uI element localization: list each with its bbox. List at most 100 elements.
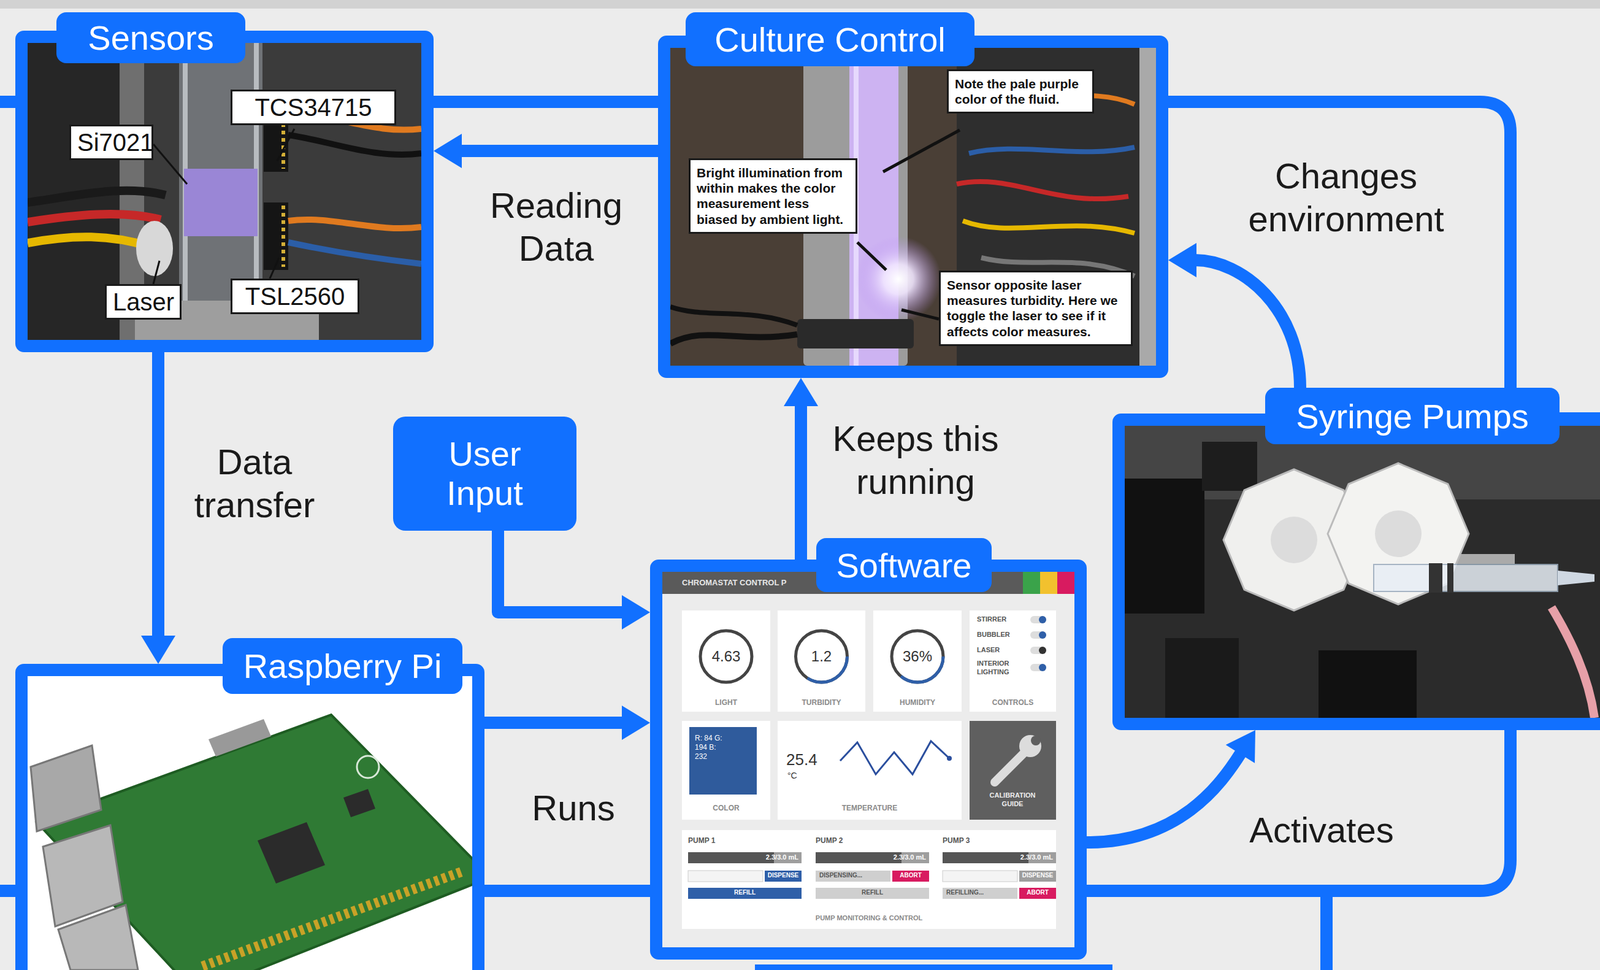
dashboard-screenshot bbox=[688, 851, 774, 863]
dashboard-screenshot bbox=[688, 870, 763, 882]
dashboard-screenshot bbox=[681, 720, 771, 820]
dashboard-screenshot bbox=[688, 887, 802, 899]
ui-text: CHROMASTAT CONTROL P bbox=[681, 577, 811, 588]
dashboard-screenshot bbox=[969, 720, 1057, 820]
syringe-photo bbox=[1124, 478, 1205, 614]
raspberry-pi-photo bbox=[27, 675, 473, 970]
dashboard-screenshot bbox=[815, 887, 930, 899]
panel-tab: Raspberry Pi bbox=[222, 637, 463, 694]
connector-line bbox=[484, 716, 624, 729]
frame-lines bbox=[1320, 890, 1333, 970]
note-callout: Bright illumination from within makes th… bbox=[688, 158, 858, 234]
connector-line bbox=[794, 404, 808, 560]
flow-arrow bbox=[484, 705, 651, 740]
dashboard-screenshot bbox=[689, 726, 757, 795]
syringe-photo bbox=[1374, 510, 1422, 557]
edge-label: Keeps this running bbox=[823, 417, 1008, 503]
ui-text: STIRRER bbox=[976, 615, 1029, 624]
dashboard-screenshot bbox=[662, 571, 1075, 947]
syringe-photo bbox=[1124, 425, 1600, 718]
sensor-photo bbox=[153, 260, 160, 284]
culture-control-panel: Culture ControlNote the pale purple colo… bbox=[658, 35, 1169, 378]
syringe-photo bbox=[1270, 516, 1318, 563]
syringe-photo bbox=[1373, 564, 1558, 592]
dashboard-screenshot bbox=[815, 851, 902, 863]
part-label: Si7021 bbox=[69, 124, 154, 161]
dashboard-screenshot bbox=[873, 610, 962, 712]
culture-photo bbox=[670, 334, 798, 344]
edge-label: Reading Data bbox=[482, 183, 630, 270]
dashboard-screenshot bbox=[942, 851, 1029, 863]
edge-label: Changes environment bbox=[1220, 154, 1472, 240]
syringe-photo bbox=[1124, 425, 1600, 718]
dashboard-screenshot bbox=[994, 751, 1026, 782]
note-callout: Sensor opposite laser measures turbidity… bbox=[938, 270, 1133, 346]
dashboard-screenshot bbox=[942, 851, 1057, 863]
sensor-photo bbox=[27, 190, 166, 203]
box-label: User Input bbox=[411, 434, 559, 514]
dashboard-screenshot bbox=[1030, 631, 1047, 639]
flow-arrow bbox=[1086, 729, 1256, 843]
syringe-photo bbox=[1318, 650, 1417, 718]
sensor-photo bbox=[263, 202, 289, 270]
ui-text: 1.2 bbox=[777, 646, 866, 666]
sensor-photo bbox=[27, 42, 422, 340]
dashboard-screenshot bbox=[1040, 571, 1058, 594]
arrowhead bbox=[1225, 729, 1256, 763]
sensor-photo bbox=[27, 214, 161, 223]
ui-text: PUMP 3 bbox=[942, 835, 1057, 846]
sensor-photo bbox=[136, 220, 173, 276]
ui-text: DISPENSING... bbox=[819, 871, 887, 880]
ui-text: TURBIDITY bbox=[777, 697, 866, 708]
dashboard-screenshot bbox=[681, 610, 771, 712]
raspberry-pi-panel: Raspberry Pi bbox=[15, 663, 485, 970]
top-band bbox=[0, 0, 1600, 9]
connector-line bbox=[1086, 752, 1241, 843]
sensor-photo bbox=[27, 42, 422, 340]
ui-text: BUBBLER bbox=[976, 630, 1029, 640]
dashboard-screenshot bbox=[942, 887, 1018, 899]
sensor-photo bbox=[269, 257, 280, 279]
culture-photo bbox=[968, 147, 1135, 154]
dashboard-screenshot bbox=[764, 870, 802, 882]
raspberry-pi-photo bbox=[30, 745, 102, 831]
dashboard-screenshot bbox=[969, 610, 1057, 712]
ui-text: 2.3/3.0 mL bbox=[815, 853, 927, 862]
dashboard-screenshot bbox=[815, 870, 891, 882]
ui-text: REFILLING... bbox=[946, 888, 1014, 897]
ui-text: ABORT bbox=[892, 871, 930, 880]
ui-text: LASER bbox=[976, 645, 1029, 655]
ui-text: 4.63 bbox=[681, 646, 771, 666]
connector-line bbox=[460, 144, 659, 157]
edge-label: Runs bbox=[509, 786, 638, 830]
flow-arrow bbox=[497, 530, 651, 630]
dashboard-screenshot bbox=[840, 740, 950, 774]
callout-text: Sensor opposite laser measures turbidity… bbox=[946, 277, 1125, 340]
arrowhead bbox=[783, 377, 819, 406]
arrowhead bbox=[621, 705, 651, 740]
sensor-photo bbox=[27, 236, 151, 247]
sensor-photo bbox=[179, 42, 263, 313]
sensors-panel: SensorsTCS34715Si7021LaserTSL2560 bbox=[15, 30, 434, 353]
ui-text: 2.3/3.0 mL bbox=[688, 853, 799, 862]
callout-text: Laser bbox=[112, 287, 174, 316]
dashboard-screenshot bbox=[1038, 631, 1047, 639]
dashboard-screenshot bbox=[1019, 870, 1057, 882]
sensor-photo bbox=[153, 144, 188, 184]
ui-text: PUMP 1 bbox=[688, 835, 802, 846]
dashboard-screenshot bbox=[1038, 646, 1047, 654]
syringe-photo bbox=[1428, 562, 1443, 593]
sensor-photo bbox=[277, 128, 295, 161]
ui-text: HUMIDITY bbox=[873, 697, 962, 708]
callout-text: Si7021 bbox=[77, 128, 146, 157]
panel-title: Syringe Pumps bbox=[1295, 396, 1529, 437]
edge-label: Data transfer bbox=[180, 440, 329, 526]
partial-box bbox=[754, 964, 1113, 970]
raspberry-pi-photo bbox=[58, 904, 138, 970]
note-callout: Note the pale purple color of the fluid. bbox=[946, 69, 1095, 114]
raspberry-pi-photo bbox=[202, 870, 464, 966]
dashboard-screenshot bbox=[1038, 663, 1047, 671]
panel-title: Sensors bbox=[87, 17, 214, 58]
culture-photo bbox=[797, 318, 914, 349]
syringe-photo bbox=[1165, 637, 1239, 718]
